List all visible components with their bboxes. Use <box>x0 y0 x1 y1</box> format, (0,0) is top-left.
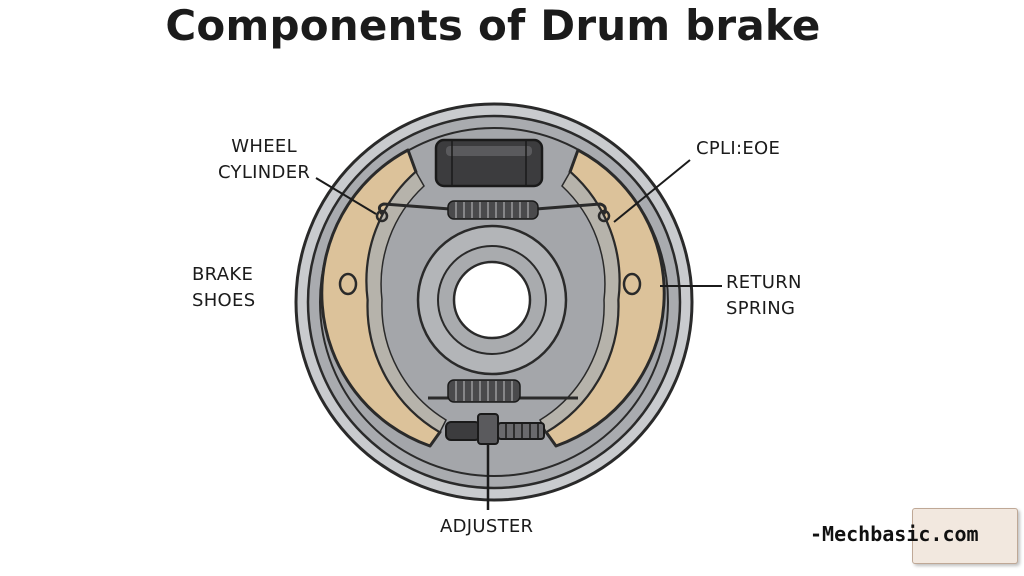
axle-hole <box>452 260 532 340</box>
right-shoe-pin <box>622 272 642 296</box>
label-cplieoe: CPLI:EOE <box>696 138 781 159</box>
page-title: Components of Drum brake <box>165 1 821 50</box>
label-return-spring: RETURN SPRING <box>726 272 802 319</box>
left-shoe-web <box>366 170 447 434</box>
watermark-text: -Mechbasic.com <box>810 522 979 546</box>
upper-spring-rod <box>377 202 607 215</box>
label-brake-shoes: BRAKE SHOES <box>192 264 256 311</box>
adjuster-assembly <box>445 413 545 445</box>
left-shoe-pin <box>338 272 358 296</box>
watermark-paper <box>912 508 1018 564</box>
label-adjuster: ADJUSTER <box>440 516 534 537</box>
upper-spring-hook-right <box>597 209 611 223</box>
upper-return-spring <box>447 200 539 220</box>
cplieoe-leader <box>613 159 691 223</box>
watermark: -Mechbasic.com <box>806 508 1020 564</box>
lower-return-spring <box>447 379 521 403</box>
wheel-cylinder-leader <box>315 177 377 215</box>
label-wheel-cylinder: WHEEL CYLINDER <box>218 136 311 183</box>
upper-spring-hook-left <box>375 209 389 223</box>
wheel-cylinder-highlight <box>446 146 532 156</box>
right-shoe-web <box>539 170 620 434</box>
